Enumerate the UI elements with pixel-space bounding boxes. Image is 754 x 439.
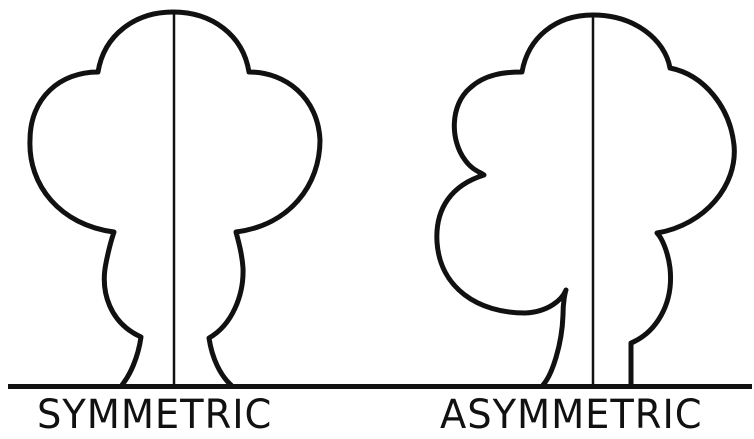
symmetric-label: SYMMETRIC — [37, 392, 273, 438]
asymmetric-tree-outline — [434, 12, 737, 389]
asymmetric-label: ASYMMETRIC — [440, 392, 703, 438]
